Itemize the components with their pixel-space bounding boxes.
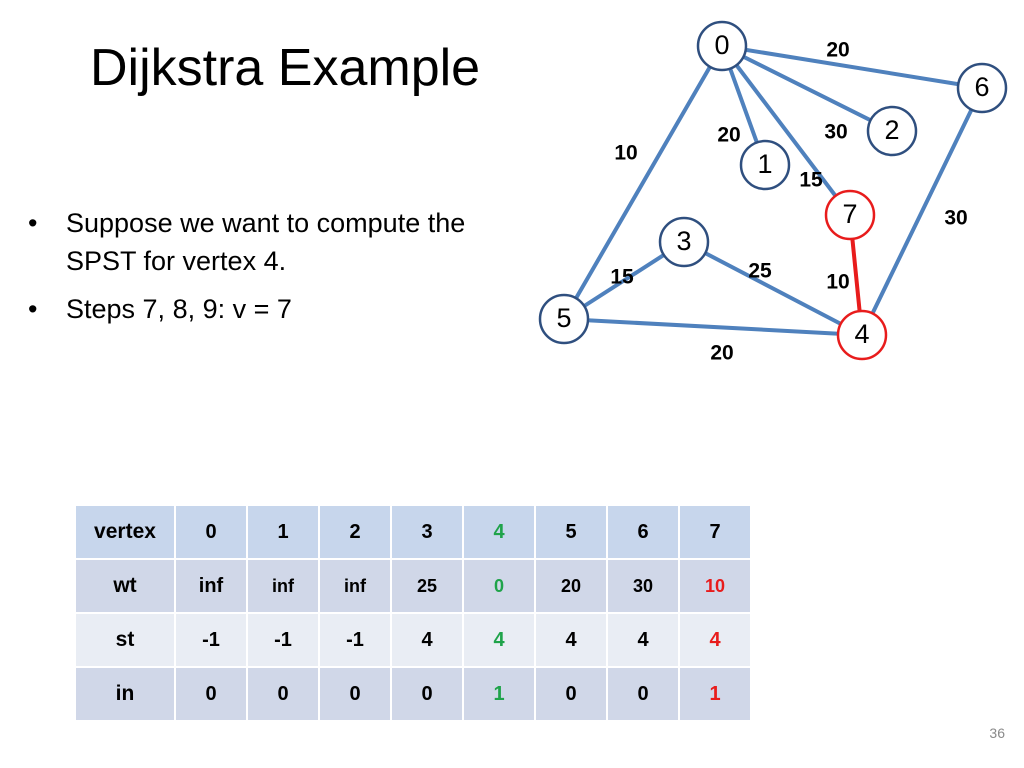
header-label-cell: vertex bbox=[74, 504, 176, 560]
vertex-header-cell: 5 bbox=[534, 504, 608, 560]
table-cell: 4 bbox=[534, 612, 608, 668]
node-circle bbox=[739, 139, 791, 191]
slide-title: Dijkstra Example bbox=[90, 39, 481, 97]
table-cell: 4 bbox=[462, 612, 536, 668]
bullet-text: Steps 7, 8, 9: v = 7 bbox=[66, 294, 292, 324]
edge-weight-label-0-6: 20 bbox=[826, 39, 849, 62]
edge-label-layer: 20 30 20 15 10 30 10 15 25 20 bbox=[610, 39, 967, 365]
node-label: 6 bbox=[974, 72, 989, 102]
edge-weight-label-3-5: 15 bbox=[610, 266, 634, 289]
edge-weight-label-6-4: 30 bbox=[944, 207, 967, 230]
slide-number: 36 bbox=[989, 725, 1005, 741]
node-layer: 0 1 2 3 4 5 6 7 bbox=[538, 20, 1008, 361]
row-label-cell: st bbox=[74, 612, 176, 668]
spst-table: vertex 0 1 2 3 4 5 6 7 wt inf inf inf 25… bbox=[74, 504, 752, 722]
edge-weight-label-5-4: 20 bbox=[710, 342, 733, 365]
table-cell: inf bbox=[174, 558, 248, 614]
graph-edge-0-2 bbox=[720, 44, 894, 133]
table-cell: -1 bbox=[318, 612, 392, 668]
node-circle bbox=[538, 293, 590, 345]
graph-node-4: 4 bbox=[836, 309, 888, 361]
graph-edge-3-4 bbox=[682, 240, 864, 337]
bullet-item: • Steps 7, 8, 9: v = 7 bbox=[28, 290, 498, 328]
vertex-header-cell: 4 bbox=[462, 504, 536, 560]
node-label: 7 bbox=[842, 199, 857, 229]
table-cell: 20 bbox=[534, 558, 608, 614]
graph-node-6: 6 bbox=[956, 62, 1008, 114]
table-cell: -1 bbox=[174, 612, 248, 668]
edge-weight-label-3-4: 25 bbox=[748, 260, 772, 283]
node-label: 3 bbox=[676, 226, 691, 256]
node-circle bbox=[836, 309, 888, 361]
vertex-header-cell: 7 bbox=[678, 504, 752, 560]
graph-node-0: 0 bbox=[696, 20, 748, 72]
edge-weight-label-0-7: 15 bbox=[799, 169, 823, 192]
table-cell: 0 bbox=[462, 558, 536, 614]
row-label-cell: wt bbox=[74, 558, 176, 614]
graph-node-2: 2 bbox=[866, 105, 918, 157]
node-label: 5 bbox=[556, 303, 571, 333]
node-label: 2 bbox=[884, 115, 899, 145]
table-header-row: vertex 0 1 2 3 4 5 6 7 bbox=[74, 504, 752, 560]
node-circle bbox=[824, 189, 876, 241]
graph-node-3: 3 bbox=[658, 216, 710, 268]
graph-node-7: 7 bbox=[824, 189, 876, 241]
table-row-wt: wt inf inf inf 25 0 20 30 10 bbox=[74, 558, 752, 614]
graph-edge-0-5 bbox=[562, 44, 724, 321]
table-cell: -1 bbox=[246, 612, 320, 668]
edge-weight-label-7-4: 10 bbox=[826, 271, 849, 294]
node-circle bbox=[658, 216, 710, 268]
node-circle bbox=[696, 20, 748, 72]
table-cell: 10 bbox=[678, 558, 752, 614]
table-cell: 1 bbox=[462, 666, 536, 722]
node-label: 0 bbox=[714, 30, 729, 60]
bullet-marker: • bbox=[28, 208, 38, 238]
edge-layer bbox=[562, 44, 984, 337]
node-label: 1 bbox=[757, 149, 772, 179]
graph-edge-5-4 bbox=[562, 317, 864, 337]
vertex-header-cell: 3 bbox=[390, 504, 464, 560]
vertex-header-cell: 6 bbox=[606, 504, 680, 560]
node-circle bbox=[956, 62, 1008, 114]
row-label-cell: in bbox=[74, 666, 176, 722]
table-cell: 0 bbox=[174, 666, 248, 722]
table-row-in: in 0 0 0 0 1 0 0 1 bbox=[74, 666, 752, 722]
table-cell: 25 bbox=[390, 558, 464, 614]
table-cell: 4 bbox=[390, 612, 464, 668]
table-row-st: st -1 -1 -1 4 4 4 4 4 bbox=[74, 612, 752, 668]
edge-weight-label-0-1: 20 bbox=[717, 124, 740, 147]
bullet-text: Suppose we want to compute the SPST for … bbox=[66, 208, 466, 276]
graph-edge-6-4 bbox=[860, 86, 984, 337]
table-cell: 1 bbox=[678, 666, 752, 722]
vertex-header-cell: 0 bbox=[174, 504, 248, 560]
table-cell: 4 bbox=[678, 612, 752, 668]
vertex-header-cell: 2 bbox=[318, 504, 392, 560]
bullet-marker: • bbox=[28, 294, 38, 324]
table-cell: 0 bbox=[606, 666, 680, 722]
table-cell: inf bbox=[246, 558, 320, 614]
table-cell: 30 bbox=[606, 558, 680, 614]
table-cell: 0 bbox=[390, 666, 464, 722]
graph-edge-0-6 bbox=[720, 44, 984, 90]
bullet-item: • Suppose we want to compute the SPST fo… bbox=[28, 204, 498, 280]
bullet-list: • Suppose we want to compute the SPST fo… bbox=[28, 204, 498, 338]
graph-node-5: 5 bbox=[538, 293, 590, 345]
node-label: 4 bbox=[854, 319, 869, 349]
graph-edge-0-7 bbox=[720, 44, 852, 217]
table-cell: inf bbox=[318, 558, 392, 614]
node-circle bbox=[866, 105, 918, 157]
edge-weight-label-0-5: 10 bbox=[614, 142, 637, 165]
table-cell: 0 bbox=[534, 666, 608, 722]
edge-weight-label-0-2: 30 bbox=[824, 121, 847, 144]
table-cell: 4 bbox=[606, 612, 680, 668]
graph-node-1: 1 bbox=[739, 139, 791, 191]
table-cell: 0 bbox=[318, 666, 392, 722]
vertex-header-cell: 1 bbox=[246, 504, 320, 560]
table-cell: 0 bbox=[246, 666, 320, 722]
